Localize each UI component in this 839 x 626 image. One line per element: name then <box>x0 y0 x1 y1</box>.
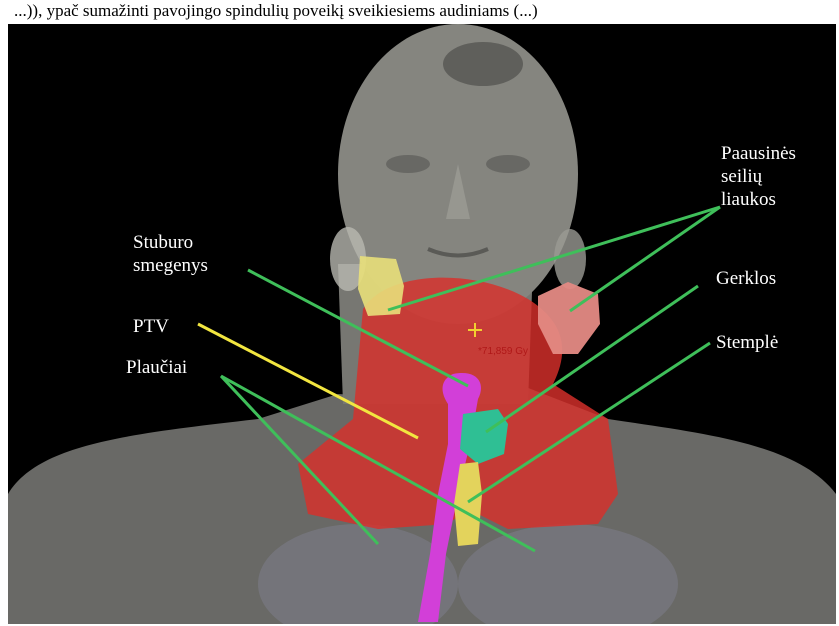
ct-3d-rendering: *71,859 Gy Paausinės seilių liaukos Stub… <box>8 24 836 624</box>
face-eye-left <box>386 155 430 173</box>
label-parotid-line-2: seilių <box>721 165 796 188</box>
caption-fragment: ...)), ypač sumažinti pavojingo spinduli… <box>0 0 839 22</box>
label-parotid: Paausinės seilių liaukos <box>721 142 796 211</box>
pointer-parotid-right <box>570 207 720 311</box>
ear-right <box>554 229 586 289</box>
head-top-shadow <box>443 42 523 86</box>
label-spinal-cord-line-2: smegenys <box>133 254 208 277</box>
label-larynx: Gerklos <box>716 267 776 290</box>
face-eye-right <box>486 155 530 173</box>
label-parotid-line-1: Paausinės <box>721 142 796 165</box>
label-esophagus: Stemplė <box>716 331 778 354</box>
label-spinal-cord-line-1: Stuburo <box>133 231 208 254</box>
label-ptv: PTV <box>133 315 169 338</box>
label-spinal-cord: Stuburo smegenys <box>133 231 208 277</box>
label-lungs: Plaučiai <box>126 356 187 379</box>
dose-readout: *71,859 Gy <box>478 346 528 357</box>
label-parotid-line-3: liaukos <box>721 188 796 211</box>
